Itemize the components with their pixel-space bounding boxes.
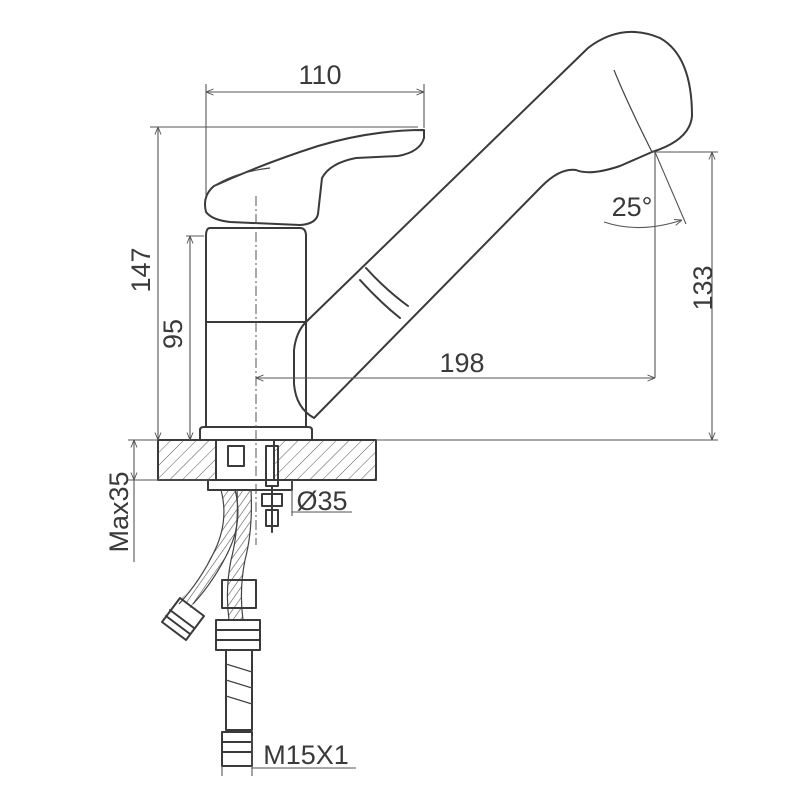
hose-connector-right: [215, 579, 261, 767]
dim-95: 95: [158, 235, 204, 440]
dim-147: 147: [126, 126, 418, 440]
dim-110-label: 110: [298, 60, 341, 90]
dim-angle: 25°: [603, 151, 687, 229]
spout-band-1: [365, 267, 409, 307]
dim-198: 198: [256, 348, 655, 378]
dim-angle-label: 25°: [612, 192, 653, 222]
spout-band-2: [359, 279, 401, 319]
dim-147-label: 147: [126, 247, 156, 292]
spout-outline: [293, 31, 693, 419]
dim-max35: Max35: [104, 439, 210, 562]
dim-95-label: 95: [158, 319, 188, 349]
dim-198-label: 198: [439, 348, 484, 378]
dim-diameter-label: Ø35: [296, 486, 347, 516]
deck-outline: [157, 439, 377, 481]
hose-nut-left: [161, 597, 205, 641]
handle-outline: [204, 129, 425, 226]
dim-thread: M15X1: [221, 736, 356, 776]
dim-thread-label: M15X1: [263, 740, 349, 770]
dim-133-label: 133: [688, 265, 718, 310]
dim-diameter: Ø35: [291, 480, 352, 516]
supply-hoses: [178, 488, 252, 621]
pullout-spout: [293, 31, 693, 419]
dim-133: 133: [376, 151, 718, 441]
dim-110: 110: [205, 60, 425, 196]
lever-handle: [204, 129, 425, 226]
dim-max35-label: Max35: [104, 471, 134, 552]
